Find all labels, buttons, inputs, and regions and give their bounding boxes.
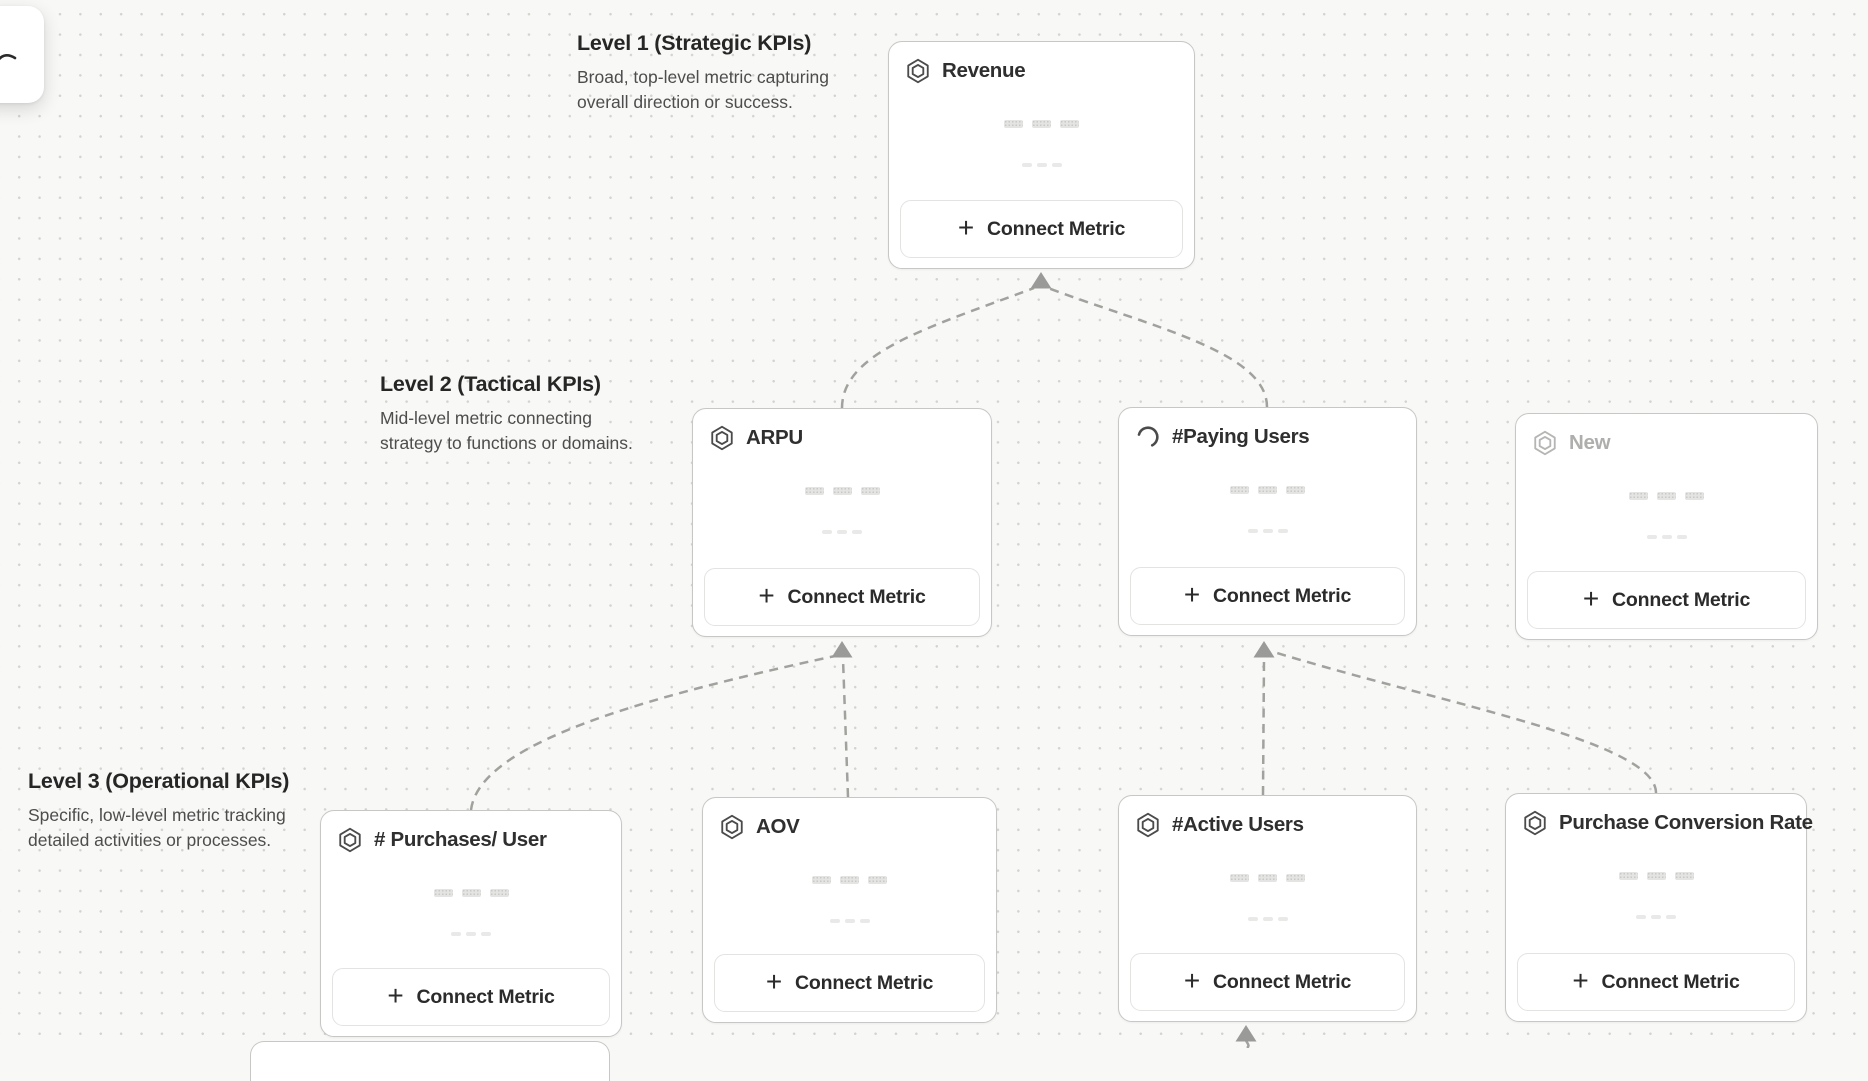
plus-icon: + [957, 211, 975, 243]
section-title: Level 3 (Operational KPIs) [28, 769, 290, 793]
metric-card-purchases-per-user[interactable]: # Purchases/ User + Connect Metric [320, 810, 622, 1037]
metric-card-arpu[interactable]: ARPU + Connect Metric [692, 408, 992, 637]
skeleton-placeholder-row-small [889, 163, 1194, 167]
hexagon-metric-icon [1135, 812, 1161, 838]
connect-metric-button[interactable]: + Connect Metric [1130, 567, 1405, 625]
skeleton-placeholder-row [693, 487, 991, 495]
skeleton-placeholder-row-small [1119, 529, 1416, 533]
arrowhead-into-arpu [831, 641, 853, 658]
plus-icon: + [1572, 964, 1589, 996]
connect-metric-label: Connect Metric [787, 585, 926, 608]
skeleton-placeholder-row [1516, 492, 1817, 500]
connect-metric-label: Connect Metric [1213, 970, 1352, 993]
toolbar-button-partial[interactable] [0, 6, 44, 103]
loading-spinner-icon [1135, 424, 1161, 450]
plus-icon: + [1183, 964, 1201, 996]
arrowhead-into-active-users [1235, 1025, 1257, 1042]
connector-offscreen-bottom-to-active-users [1244, 1035, 1250, 1048]
connector-active-users-to-paying-users [1261, 658, 1266, 796]
skeleton-placeholder-row [1119, 486, 1416, 494]
arrowhead-into-revenue [1030, 272, 1052, 289]
skeleton-placeholder-row-small [321, 932, 621, 936]
plus-icon: + [1582, 582, 1600, 614]
metric-card-title: AOV [756, 815, 800, 838]
connector-paying-users-to-revenue [1047, 286, 1269, 408]
connector-arpu-to-revenue [840, 286, 1035, 409]
section-label-level-2: Level 2 (Tactical KPIs) Mid-level metric… [380, 371, 633, 455]
connector-purchases-per-user-to-arpu [469, 654, 836, 811]
connect-metric-label: Connect Metric [1213, 584, 1352, 607]
metric-card-title: Purchase Conversion Rate [1559, 811, 1813, 834]
metric-card-active-users[interactable]: #Active Users + Connect Metric [1118, 795, 1417, 1022]
connect-metric-label: Connect Metric [987, 217, 1126, 240]
hexagon-metric-icon [337, 827, 363, 853]
metric-card-title: #Paying Users [1172, 425, 1310, 448]
skeleton-placeholder-row [703, 876, 996, 884]
connect-metric-button[interactable]: + Connect Metric [1517, 953, 1795, 1011]
skeleton-placeholder-row-small [703, 919, 996, 923]
connector-aov-to-arpu [841, 658, 850, 798]
connector-purchase-conversion-rate-to-paying-users [1276, 651, 1658, 794]
connect-metric-button[interactable]: + Connect Metric [714, 954, 985, 1012]
connect-metric-label: Connect Metric [1612, 588, 1751, 611]
connect-metric-label: Connect Metric [795, 971, 934, 994]
plus-icon: + [1183, 578, 1201, 610]
metric-card-revenue[interactable]: Revenue + Connect Metric [888, 41, 1195, 269]
connect-metric-button[interactable]: + Connect Metric [704, 568, 980, 626]
connect-metric-label: Connect Metric [416, 985, 555, 1008]
metric-card-aov[interactable]: AOV + Connect Metric [702, 797, 997, 1023]
metric-card-paying-users[interactable]: #Paying Users + Connect Metric [1118, 407, 1417, 636]
section-label-level-1: Level 1 (Strategic KPIs) Broad, top-leve… [577, 30, 829, 114]
metric-card-new[interactable]: New + Connect Metric [1515, 413, 1818, 640]
hexagon-metric-icon [905, 58, 931, 84]
section-title: Level 1 (Strategic KPIs) [577, 31, 812, 55]
skeleton-placeholder-row [889, 120, 1194, 128]
metric-card-title: # Purchases/ User [374, 828, 547, 851]
skeleton-placeholder-row-small [1516, 535, 1817, 539]
plus-icon: + [765, 965, 783, 997]
skeleton-placeholder-row-small [693, 530, 991, 534]
hexagon-metric-icon [1532, 430, 1558, 456]
hexagon-metric-icon [719, 814, 745, 840]
metric-card-title: New [1569, 431, 1611, 454]
skeleton-placeholder-row-small [1119, 917, 1416, 921]
skeleton-placeholder-row [321, 889, 621, 897]
metric-card-title: #Active Users [1172, 813, 1304, 836]
plus-icon: + [758, 579, 775, 611]
connect-metric-button[interactable]: + Connect Metric [1527, 571, 1806, 629]
skeleton-placeholder-row [1506, 872, 1806, 880]
metric-card-purchase-conversion-rate[interactable]: Purchase Conversion Rate + Connect Metri… [1505, 793, 1813, 1022]
section-label-level-3: Level 3 (Operational KPIs) Specific, low… [28, 768, 289, 852]
skeleton-placeholder-row [1119, 874, 1416, 882]
metric-card-title: ARPU [746, 426, 803, 449]
connect-metric-button[interactable]: + Connect Metric [332, 968, 610, 1026]
connect-metric-button[interactable]: + Connect Metric [900, 200, 1183, 258]
skeleton-placeholder-row-small [1506, 915, 1806, 919]
connect-metric-label: Connect Metric [1601, 970, 1740, 993]
hexagon-metric-icon [1522, 810, 1548, 836]
plus-icon: + [387, 979, 404, 1011]
hexagon-metric-icon [709, 425, 735, 451]
metric-card-title: Revenue [942, 59, 1026, 82]
arrowhead-into-paying-users [1253, 641, 1275, 658]
connect-metric-button[interactable]: + Connect Metric [1130, 953, 1405, 1011]
section-title: Level 2 (Tactical KPIs) [380, 372, 601, 396]
partial-metric-card-bottom[interactable] [250, 1041, 610, 1081]
